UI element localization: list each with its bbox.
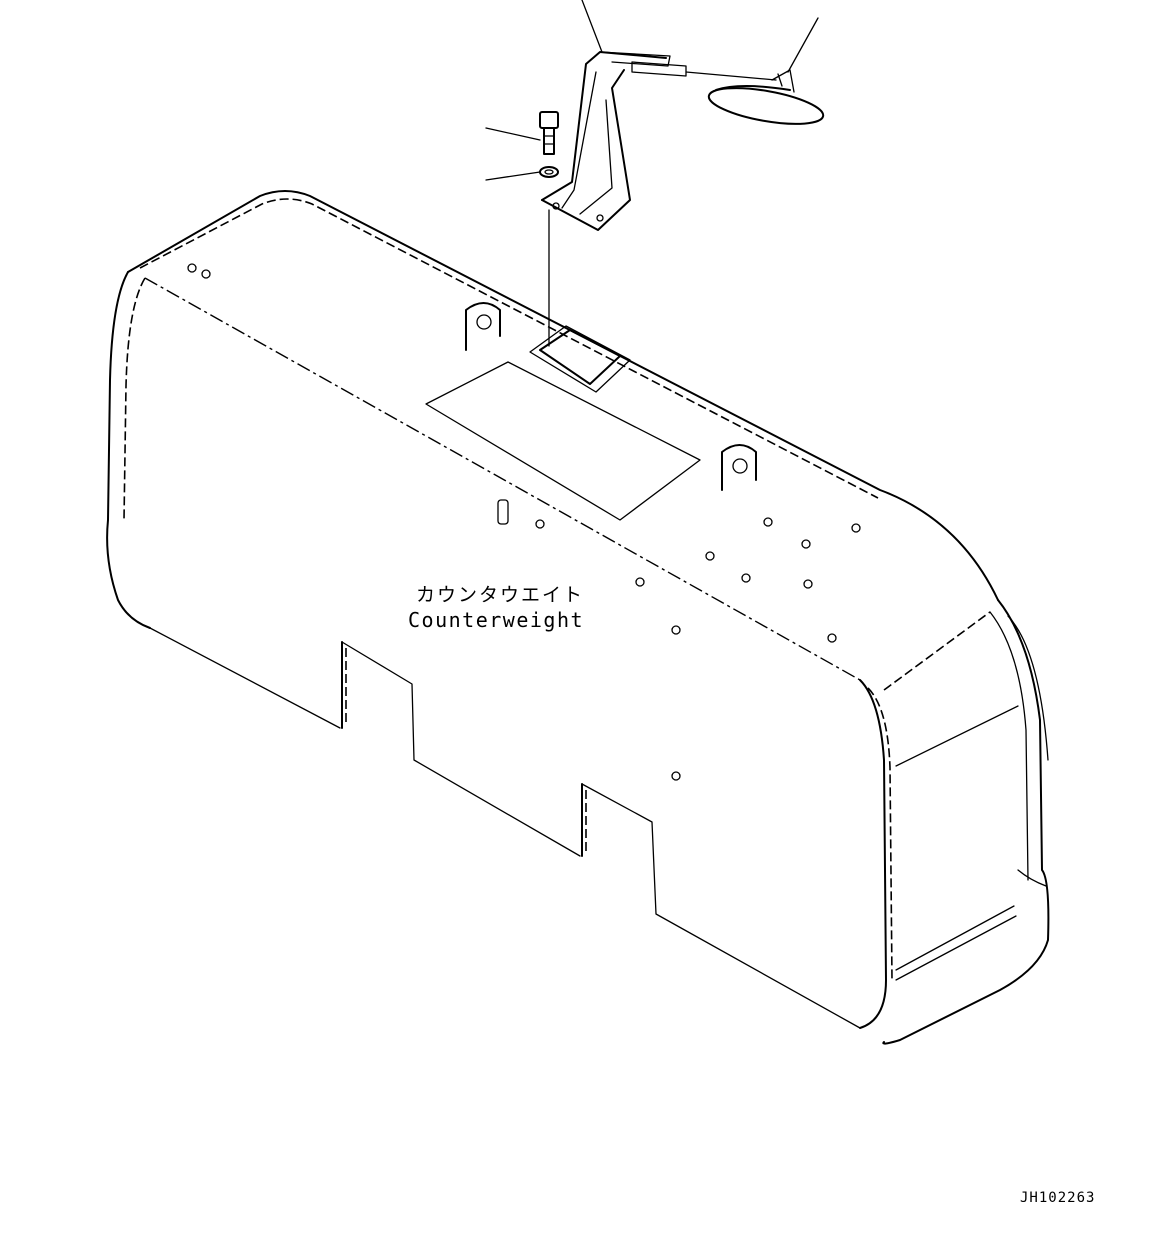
part-label-japanese: カウンタウエイト: [416, 584, 585, 606]
washer: [539, 166, 559, 178]
drawing-number: JH102263: [1020, 1190, 1096, 1206]
mirror-bracket: [541, 51, 777, 231]
mirror: [707, 69, 825, 125]
bolt: [539, 111, 559, 155]
bolt-markers: [187, 263, 861, 781]
leader-lines: [485, 0, 819, 347]
part-label-english: Counterweight: [408, 608, 585, 632]
counterweight: [106, 190, 1050, 1045]
